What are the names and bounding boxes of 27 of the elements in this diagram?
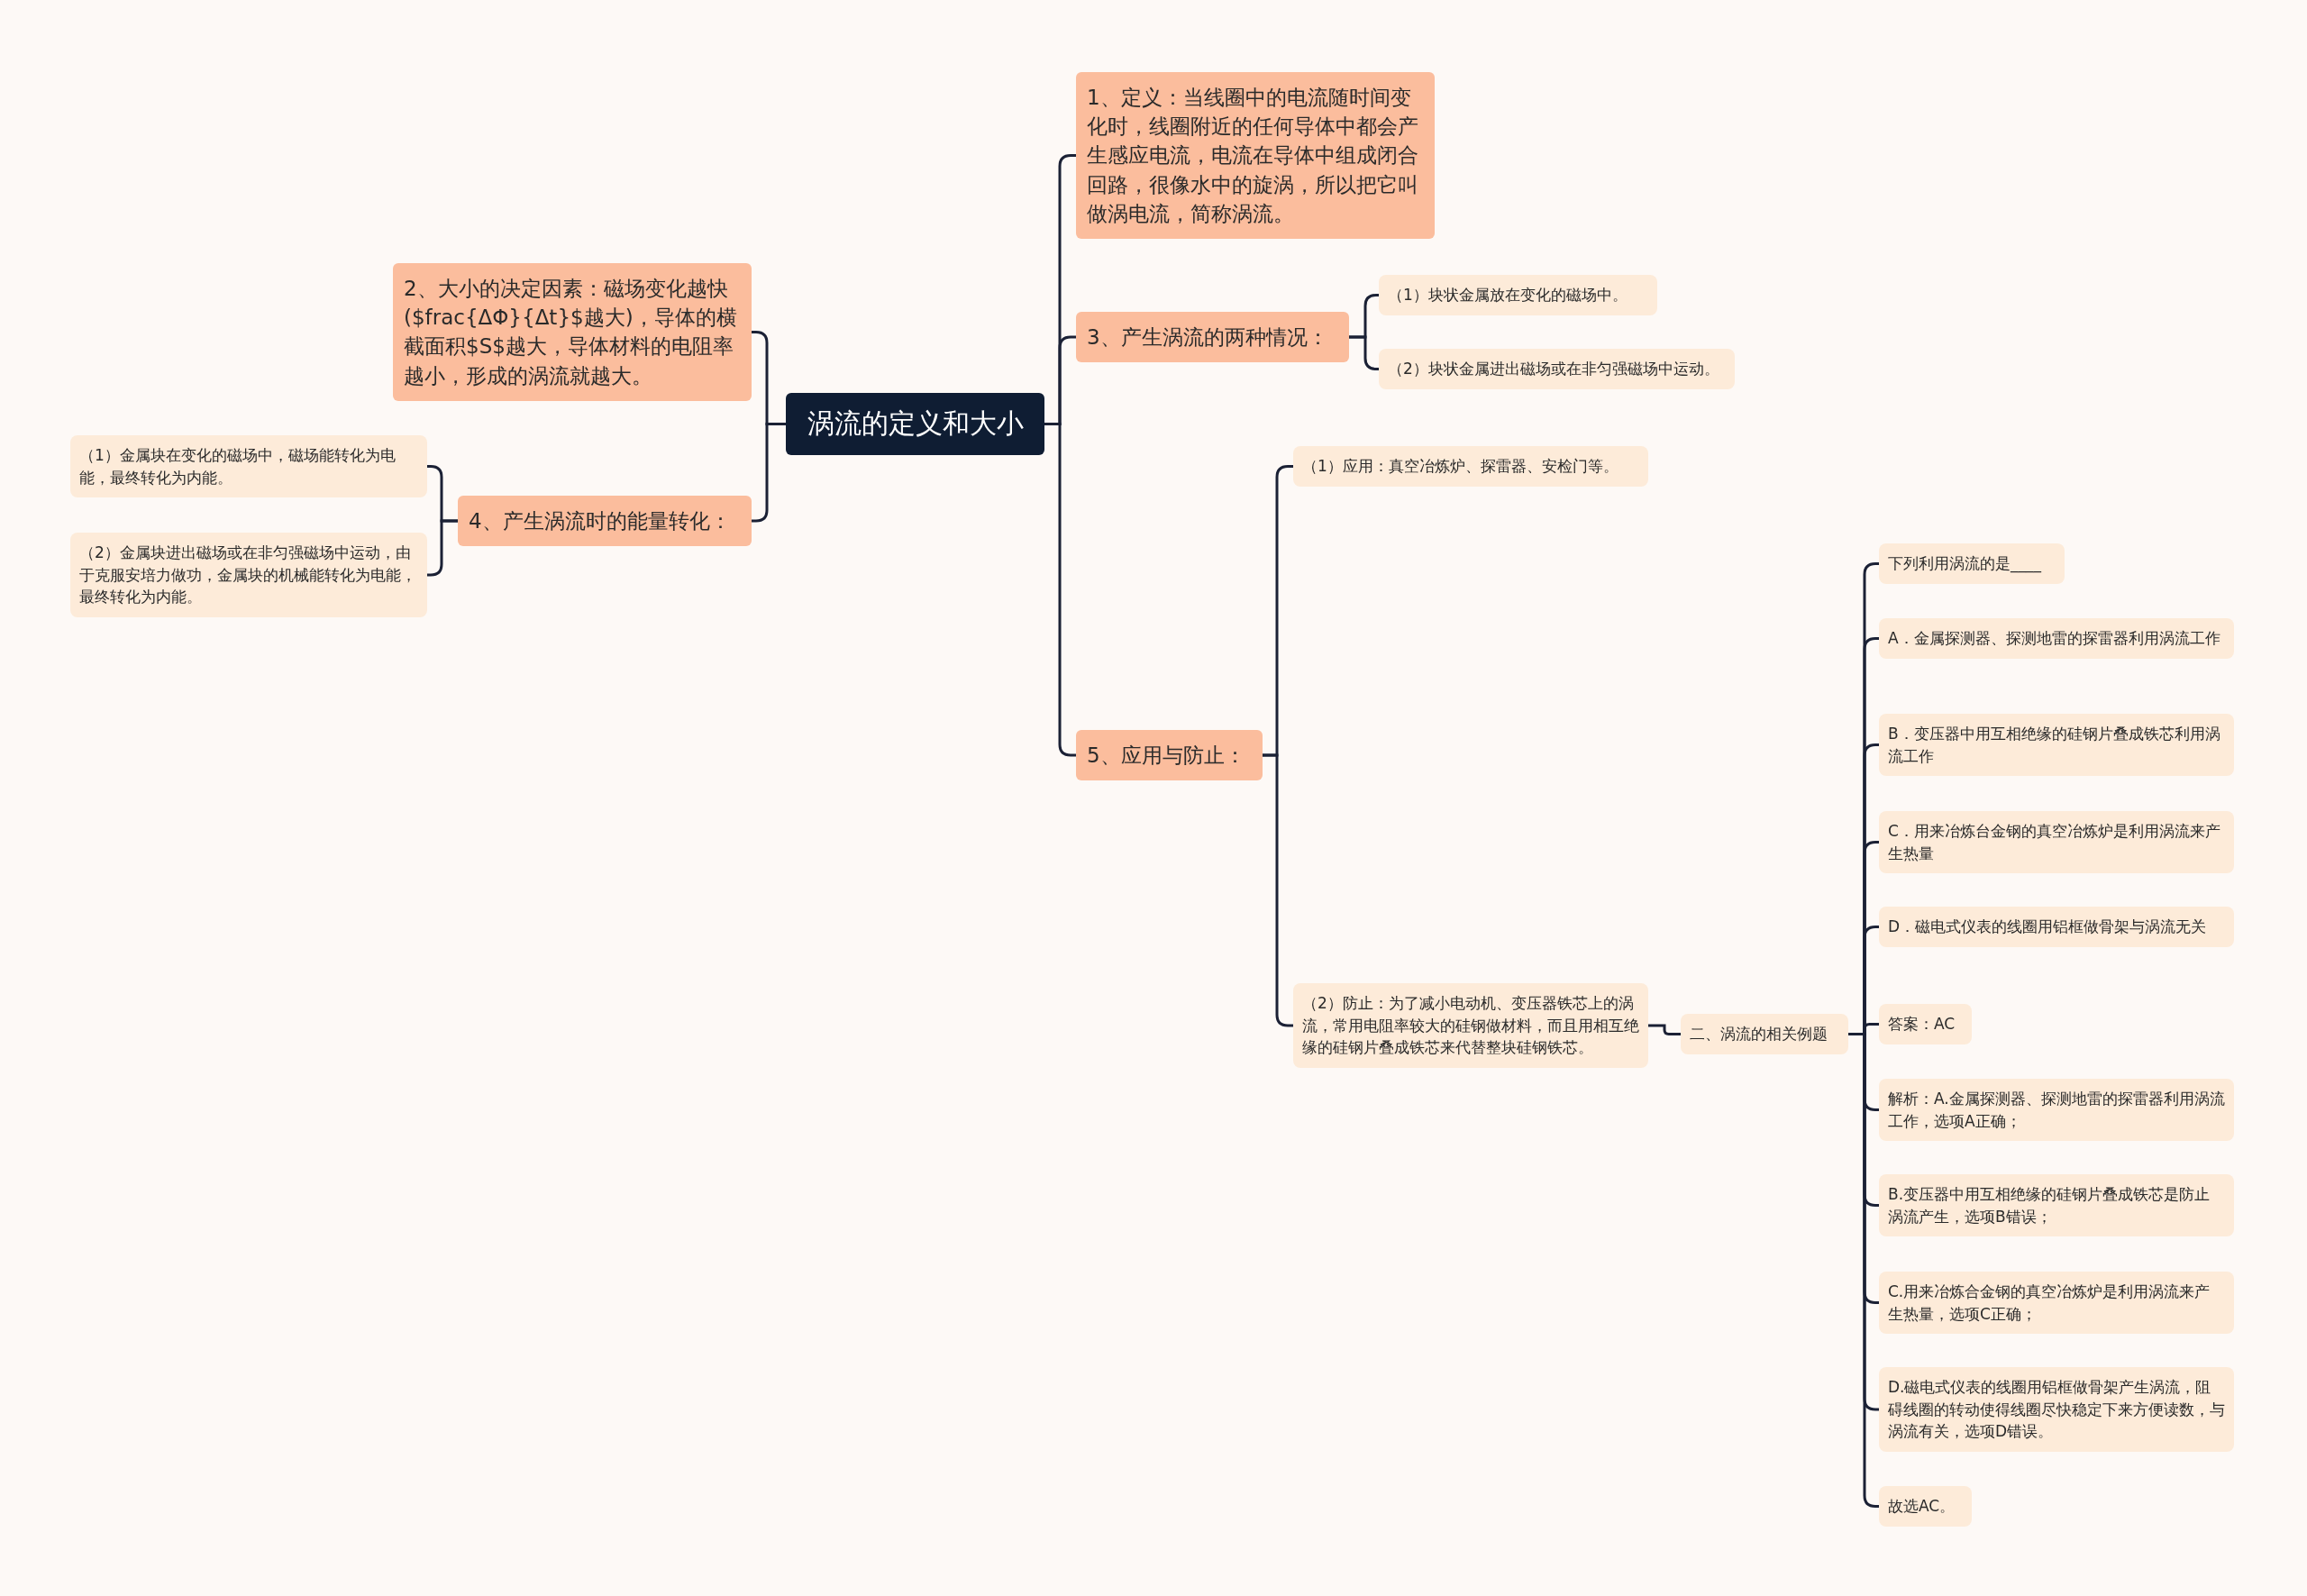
subtopic-box: 下列利用涡流的是____ [1879,543,2065,584]
subtopic-box: A．金属探测器、探测地雷的探雷器利用涡流工作 [1879,618,2234,659]
connector-line [1349,335,1379,370]
topic-box: 3、产生涡流的两种情况： [1076,312,1349,363]
subtopic-box: 答案：AC [1879,1004,1972,1044]
subtopic-box: （1）金属块在变化的磁场中，磁场能转化为电能，最终转化为内能。 [70,435,427,498]
subtopic-box: 解析：A.金属探测器、探测地雷的探雷器利用涡流工作，选项A正确； [1879,1079,2234,1142]
connector-line [1648,1024,1681,1035]
subtopic-box: （2）防止：为了减小电动机、变压器铁芯上的涡流，常用电阻率较大的硅钢做材料，而且用相互绝缘的硅钢片叠成铁芯来代替整块硅钢铁芯。 [1293,983,1648,1068]
subtopic-box: B.变压器中用互相绝缘的硅钢片叠成铁芯是防止涡流产生，选项B错误； [1879,1174,2234,1237]
subtopic-box: D．磁电式仪表的线圈用铝框做骨架与涡流无关 [1879,907,2234,947]
connector-line [1044,423,1076,757]
topic-box: 5、应用与防止： [1076,730,1263,781]
subtopic-box: （2）金属块进出磁场或在非匀强磁场中运动，由于克服安培力做功，金属块的机械能转化为电能，最终转化为内能。 [70,533,427,617]
topic-box: 4、产生涡流时的能量转化： [458,496,752,547]
subtopic-box: C.用来冶炼合金钢的真空冶炼炉是利用涡流来产生热量，选项C正确； [1879,1272,2234,1335]
subtopic-box: 二、涡流的相关例题 [1681,1014,1848,1054]
subtopic-box: （1）块状金属放在变化的磁场中。 [1379,275,1657,315]
subtopic-box: （2）块状金属进出磁场或在非匀强磁场中运动。 [1379,349,1735,389]
subtopic-box: B．变压器中用互相绝缘的硅钢片叠成铁芯利用涡流工作 [1879,714,2234,777]
topic-box: 2、大小的决定因素：磁场变化越快($frac{ΔΦ}{Δt}$越大)，导体的横截面积$S$越大，导体材料的电阻率越小，形成的涡流就越大。 [393,263,752,401]
subtopic-box: （1）应用：真空冶炼炉、探雷器、安检门等。 [1293,446,1648,487]
topic-box: 1、定义：当线圈中的电流随时间变化时，线圈附近的任何导体中都会产生感应电流，电流在导体中组成闭合回路，很像水中的旋涡，所以把它叫做涡电流，简称涡流。 [1076,72,1435,239]
subtopic-box: D.磁电式仪表的线圈用铝框做骨架产生涡流，阻碍线圈的转动使得线圈尽快稳定下来方便读数，与涡流有关，选项D错误。 [1879,1367,2234,1452]
subtopic-box: 故选AC。 [1879,1486,1972,1527]
subtopic-box: C．用来冶炼台金钢的真空冶炼炉是利用涡流来产生热量 [1879,811,2234,874]
central-topic: 涡流的定义和大小 [786,393,1044,455]
